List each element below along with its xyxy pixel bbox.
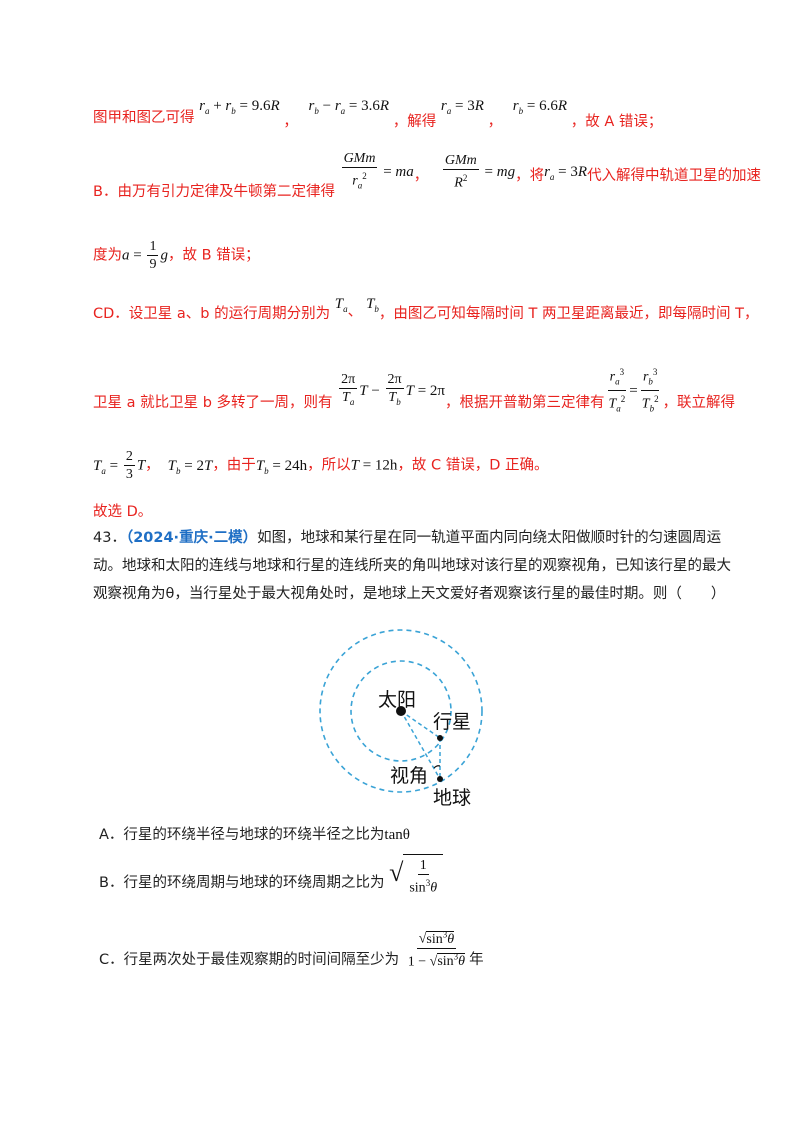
sun-planet-line — [400, 710, 441, 739]
equation: Ta = — [93, 457, 122, 476]
earth-orbit — [319, 629, 483, 793]
text: ，根据开普勒第三定律有 — [445, 394, 605, 411]
text: ，故 C 错误，D 正确。 — [397, 457, 549, 474]
text: ，联立解得 — [662, 394, 736, 411]
solution-line-4: CD．设卫星 a、b 的运行周期分别为 Ta、Tb，由图乙可知每隔时间 T 两卫… — [93, 296, 759, 322]
equation: Tb = 24h — [255, 457, 308, 476]
text: ，由图乙可知每隔时间 T 两卫星距离最近，即每隔时间 T， — [378, 306, 759, 322]
angle-arc — [433, 765, 441, 769]
angle-label: 视角 — [390, 765, 429, 787]
equation: T = 2π — [405, 382, 445, 399]
question-text: 如图，地球和某行星在同一轨道平面内同向绕太阳做顺时针的匀速圆周运动。地球和太阳的… — [93, 530, 731, 602]
planet-dot — [437, 735, 443, 741]
equation: Tb = 2T — [167, 457, 213, 476]
equation: ra + rb = 9.6R — [199, 98, 280, 116]
option-c-text: C．行星两次处于最佳观察期的时间间隔至少为 — [99, 952, 400, 969]
option-a-text: A．行星的环绕半径与地球的环绕半径之比为 — [99, 827, 385, 843]
fraction: √sin3θ 1 − √sin3θ — [406, 926, 467, 970]
text: ，故 B 错误； — [167, 247, 260, 264]
text: ，所以 — [307, 457, 351, 474]
question-43: 43．（2024·重庆·二模）如图，地球和某行星在同一轨道平面内同向绕太阳做顺时… — [93, 524, 733, 608]
option-a: A．行星的环绕半径与地球的环绕半径之比为tanθ — [99, 823, 410, 844]
equation: − — [367, 382, 384, 399]
planet-orbit — [350, 660, 452, 762]
equation: = mg — [480, 164, 516, 181]
equation: = ma — [379, 164, 414, 181]
text: B．由万有引力定律及牛顿第二定律得 — [93, 184, 335, 201]
text: ，故 A 错误； — [570, 114, 663, 130]
text: ，将 — [515, 168, 545, 185]
solution-line-7: 故选 D。 — [93, 504, 153, 520]
sun-label: 太阳 — [378, 689, 417, 711]
text: 度为 — [93, 247, 122, 264]
equation: Tb — [366, 296, 379, 314]
text: ， — [145, 457, 160, 474]
option-a-math: tanθ — [384, 827, 410, 843]
sun-earth-line — [400, 710, 441, 780]
equation: ra = 3R — [544, 164, 588, 183]
equation: Ta — [334, 296, 348, 314]
text: 图甲和图乙可得 — [93, 110, 195, 126]
equation: T — [359, 382, 368, 399]
question-source: （2024·重庆·二模） — [125, 530, 258, 546]
text: CD．设卫星 a、b 的运行周期分别为 — [93, 306, 331, 322]
equation: g — [160, 247, 168, 264]
equation: T = 12h — [350, 457, 398, 474]
option-c: C．行星两次处于最佳观察期的时间间隔至少为 √sin3θ 1 − √sin3θ … — [99, 926, 484, 970]
equation: a — [122, 247, 130, 264]
orbit-diagram — [319, 629, 483, 793]
equation: ra = 3R — [440, 98, 484, 116]
solution-line-1: 图甲和图乙可得 ra + rb = 9.6R ， rb − ra = 3.6R … — [93, 98, 663, 130]
equation: = — [629, 382, 638, 399]
equation: rb = 6.6R — [512, 98, 567, 116]
sun-dot — [396, 706, 406, 716]
text: ，由于 — [212, 457, 256, 474]
option-b-text: B．行星的环绕周期与地球的环绕周期之比为 — [99, 875, 385, 892]
equation: = — [129, 247, 146, 264]
earth-dot — [437, 776, 443, 782]
earth-label: 地球 — [433, 787, 472, 809]
text: 代入解得中轨道卫星的加速 — [587, 168, 762, 185]
option-c-unit: 年 — [469, 952, 484, 969]
equation: rb − ra = 3.6R — [308, 98, 390, 116]
equation: T — [136, 457, 146, 474]
question-number: 43． — [93, 530, 126, 546]
text: 卫星 a 就比卫星 b 多转了一周，则有 — [93, 394, 333, 411]
text: ，解得 — [392, 114, 437, 130]
planet-label: 行星 — [433, 711, 472, 733]
